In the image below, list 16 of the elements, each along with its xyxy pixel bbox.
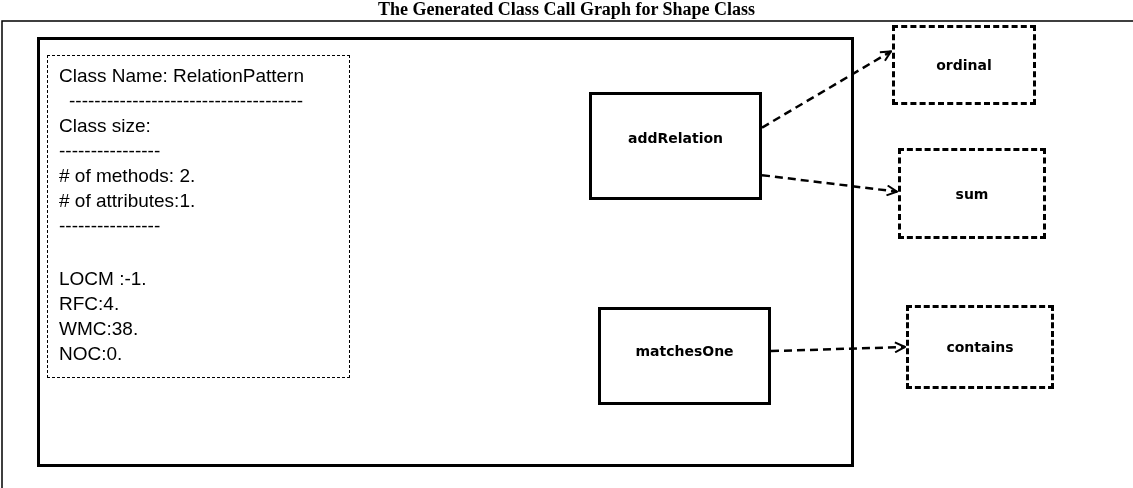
method-name: contains [946,339,1014,355]
call-arrow [761,50,892,129]
method-box [598,307,771,405]
method-name: addRelation [627,129,724,146]
metrics-panel: Class Name: RelationPattern ------------------------------------- Class size: ---------------- # of methods: 2. # of attributes:1. ---------------- LOCM :-1. RFC:4. WMC:38. NOC:0. [47,55,350,378]
diagram-title: The Generated Class Call Graph for Shape Class [376,0,757,19]
method-name: ordinal [936,57,992,73]
call-arrow [761,173,898,197]
class-frame [37,37,854,467]
method-box [898,148,1046,239]
call-arrow [770,341,906,354]
method-box [589,92,762,200]
method-box [892,25,1036,105]
method-name: matchesOne [635,343,734,360]
method-name: sum [955,185,989,202]
method-box [906,305,1054,389]
